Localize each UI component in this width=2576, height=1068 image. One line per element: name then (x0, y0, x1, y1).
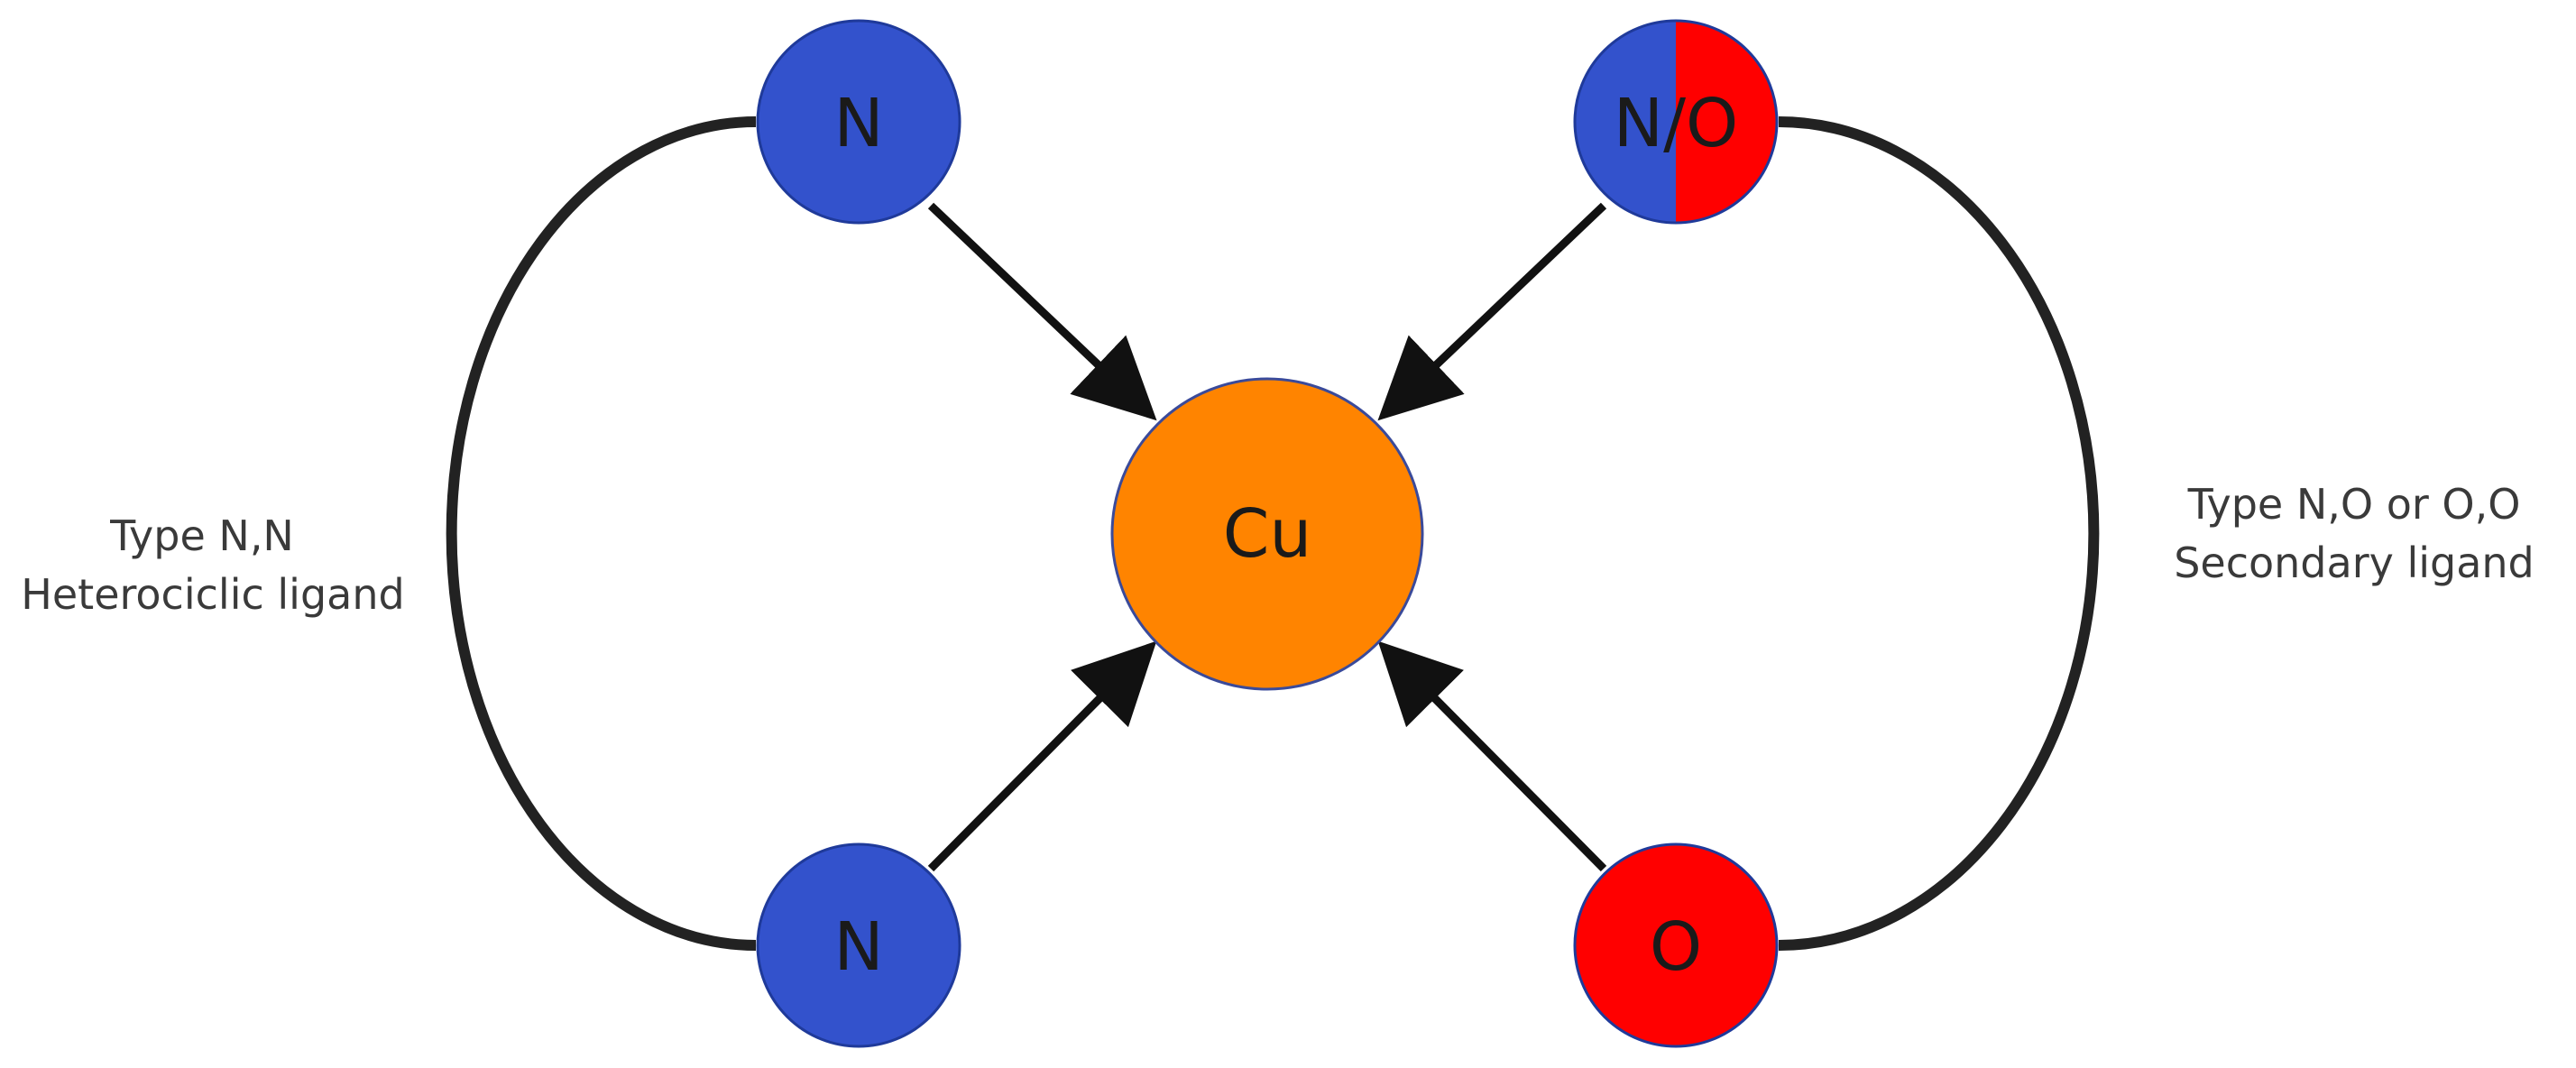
o-atom-circle (1573, 842, 1779, 1048)
right-ligand-name: Secondary ligand (2174, 539, 2535, 587)
n-atom-label: N (833, 908, 883, 986)
left-ligand-arc (446, 116, 757, 951)
donor-atom-right-bottom: O (1573, 842, 1779, 1048)
left-ligand-name: Heterociclic ligand (21, 570, 404, 619)
donor-atom-right-top: N/O (1573, 19, 1779, 225)
donor-atom-left-bottom: N (756, 842, 961, 1048)
donor-atom-left-top: N (756, 19, 961, 225)
bond-arrow-left-top (927, 202, 1157, 421)
bond-arrow-left-bottom (927, 640, 1157, 872)
cu-atom-circle (1110, 377, 1424, 691)
left-ligand-caption: Type N,N Heterociclic ligand (21, 511, 404, 619)
right-ligand-type: Type N,O or O,O (2187, 480, 2521, 529)
n-atom-label: N (833, 85, 883, 162)
n-atom-circle (756, 842, 961, 1048)
no-atom-outline (1573, 19, 1779, 225)
n-atom-circle (756, 19, 961, 225)
no-atom-label: N/O (1614, 85, 1739, 162)
right-ligand-arc (1778, 116, 2100, 951)
cu-atom-label: Cu (1223, 495, 1312, 573)
bond-arrow-right-bottom (1377, 640, 1607, 872)
metal-center-cu: Cu (1110, 377, 1424, 691)
bond-arrow-right-top (1377, 202, 1607, 421)
left-ligand-type: Type N,N (109, 511, 294, 560)
right-ligand-caption: Type N,O or O,O Secondary ligand (2174, 480, 2535, 587)
o-atom-label: O (1650, 908, 1702, 986)
